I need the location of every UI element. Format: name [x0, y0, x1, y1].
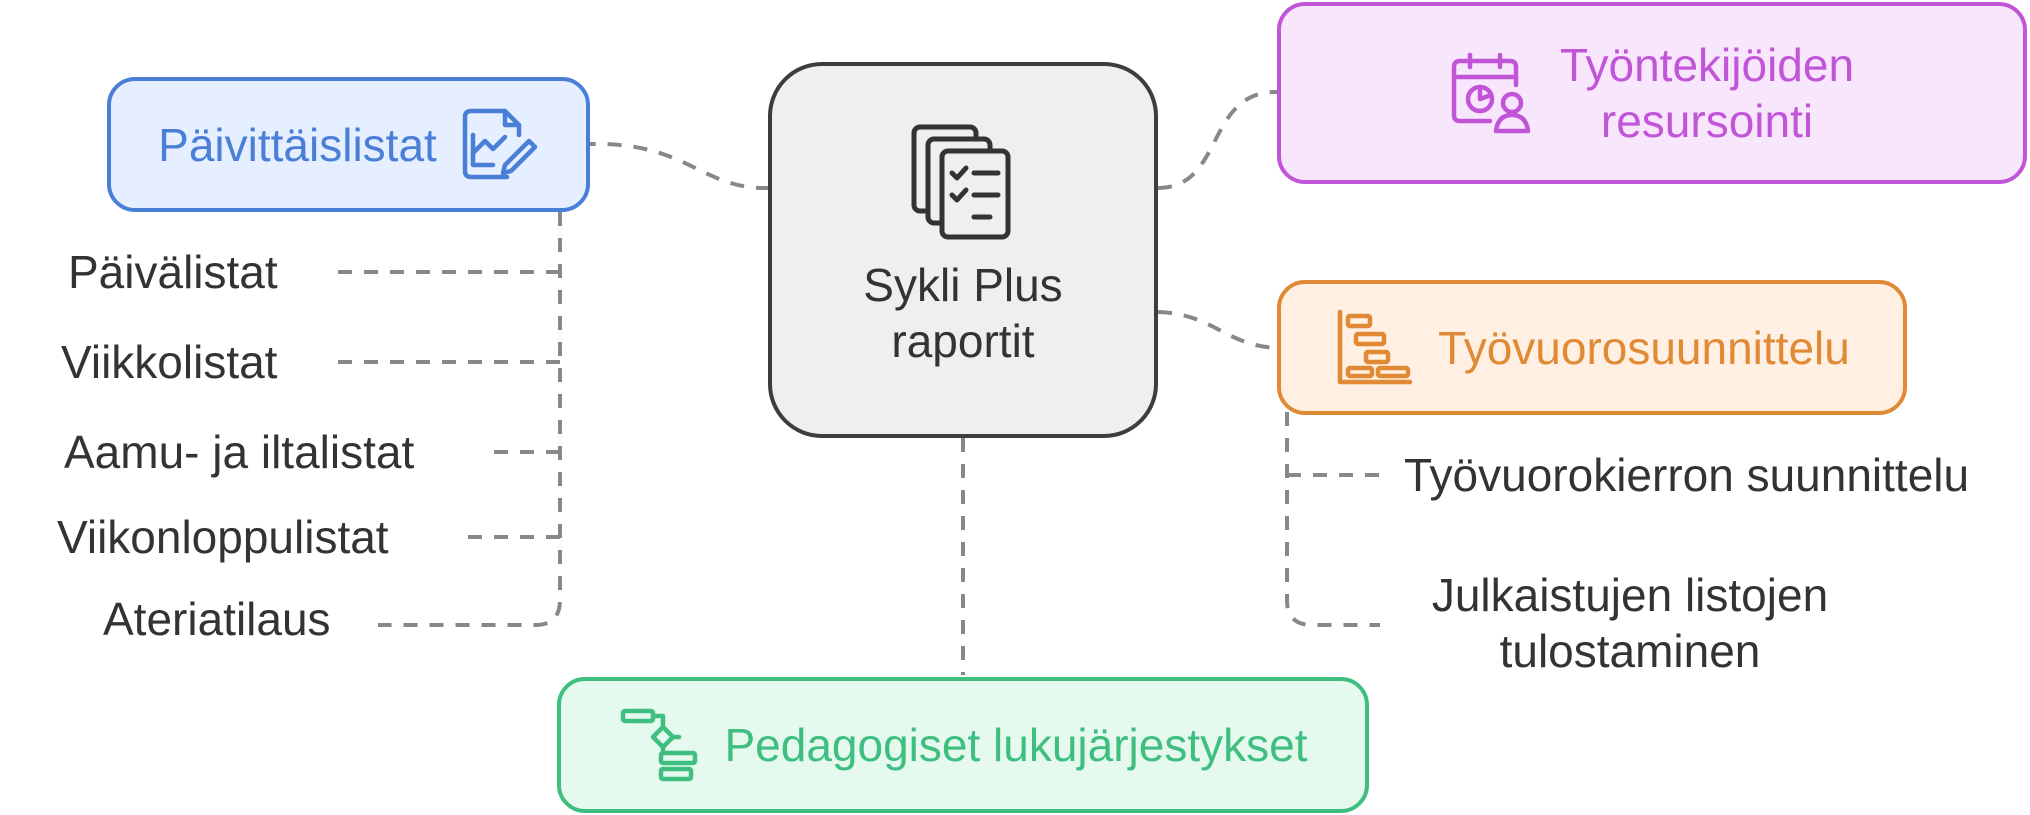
branch-shift-planning: Työvuorosuunnittelu: [1277, 280, 1907, 415]
branch-staff-resourcing-title: Työntekijöiden resursointi: [1560, 37, 1854, 149]
branch-staff-resourcing: Työntekijöiden resursointi: [1277, 2, 2027, 184]
branch-shift-planning-title: Työvuorosuunnittelu: [1438, 321, 1850, 374]
branch-staff-title-line1: Työntekijöiden: [1559, 39, 1855, 91]
branch-pedagogical-title: Pedagogiset lukujärjestykset: [724, 719, 1308, 771]
branch-staff-title-line2: resursointi: [1600, 95, 1814, 147]
connector-shifts-trunk: [1285, 412, 1380, 627]
center-title-line2: raportit: [891, 315, 1035, 367]
branch-daily-lists: Päivittäislistat: [107, 77, 590, 212]
branch-pedagogical-timetables: Pedagogiset lukujärjestykset: [557, 677, 1369, 813]
flowchart-icon: [620, 708, 697, 782]
connector-center-staff: [1157, 89, 1279, 190]
shifts-item-2-line2: tulostaminen: [1499, 625, 1761, 677]
daily-item-5: Ateriatilaus: [103, 593, 331, 645]
gantt-chart-icon: [1337, 309, 1413, 384]
center-node: Sykli Plus raportit: [768, 62, 1158, 438]
connector-center-daily: [589, 141, 771, 191]
calendar-user-icon: [1451, 52, 1531, 134]
daily-item-4: Viikonloppulistat: [57, 511, 389, 563]
daily-item-3: Aamu- ja iltalistat: [64, 426, 415, 478]
connector-center-shifts: [1157, 310, 1279, 350]
chart-edit-icon: [462, 108, 538, 179]
branch-daily-lists-title: Päivittäislistat: [158, 118, 437, 171]
checklist-documents-icon: [911, 124, 1011, 240]
connector-daily-trunk: [378, 212, 562, 627]
shifts-item-1: Työvuorokierron suunnittelu: [1404, 449, 1970, 501]
shifts-item-2: Julkaistujen listojen tulostaminen: [1400, 567, 1860, 679]
shifts-item-2-line1: Julkaistujen listojen: [1431, 569, 1829, 621]
daily-item-1: Päivälistat: [68, 246, 278, 298]
center-title-line1: Sykli Plus: [863, 259, 1063, 311]
daily-item-2: Viikkolistat: [61, 336, 278, 388]
